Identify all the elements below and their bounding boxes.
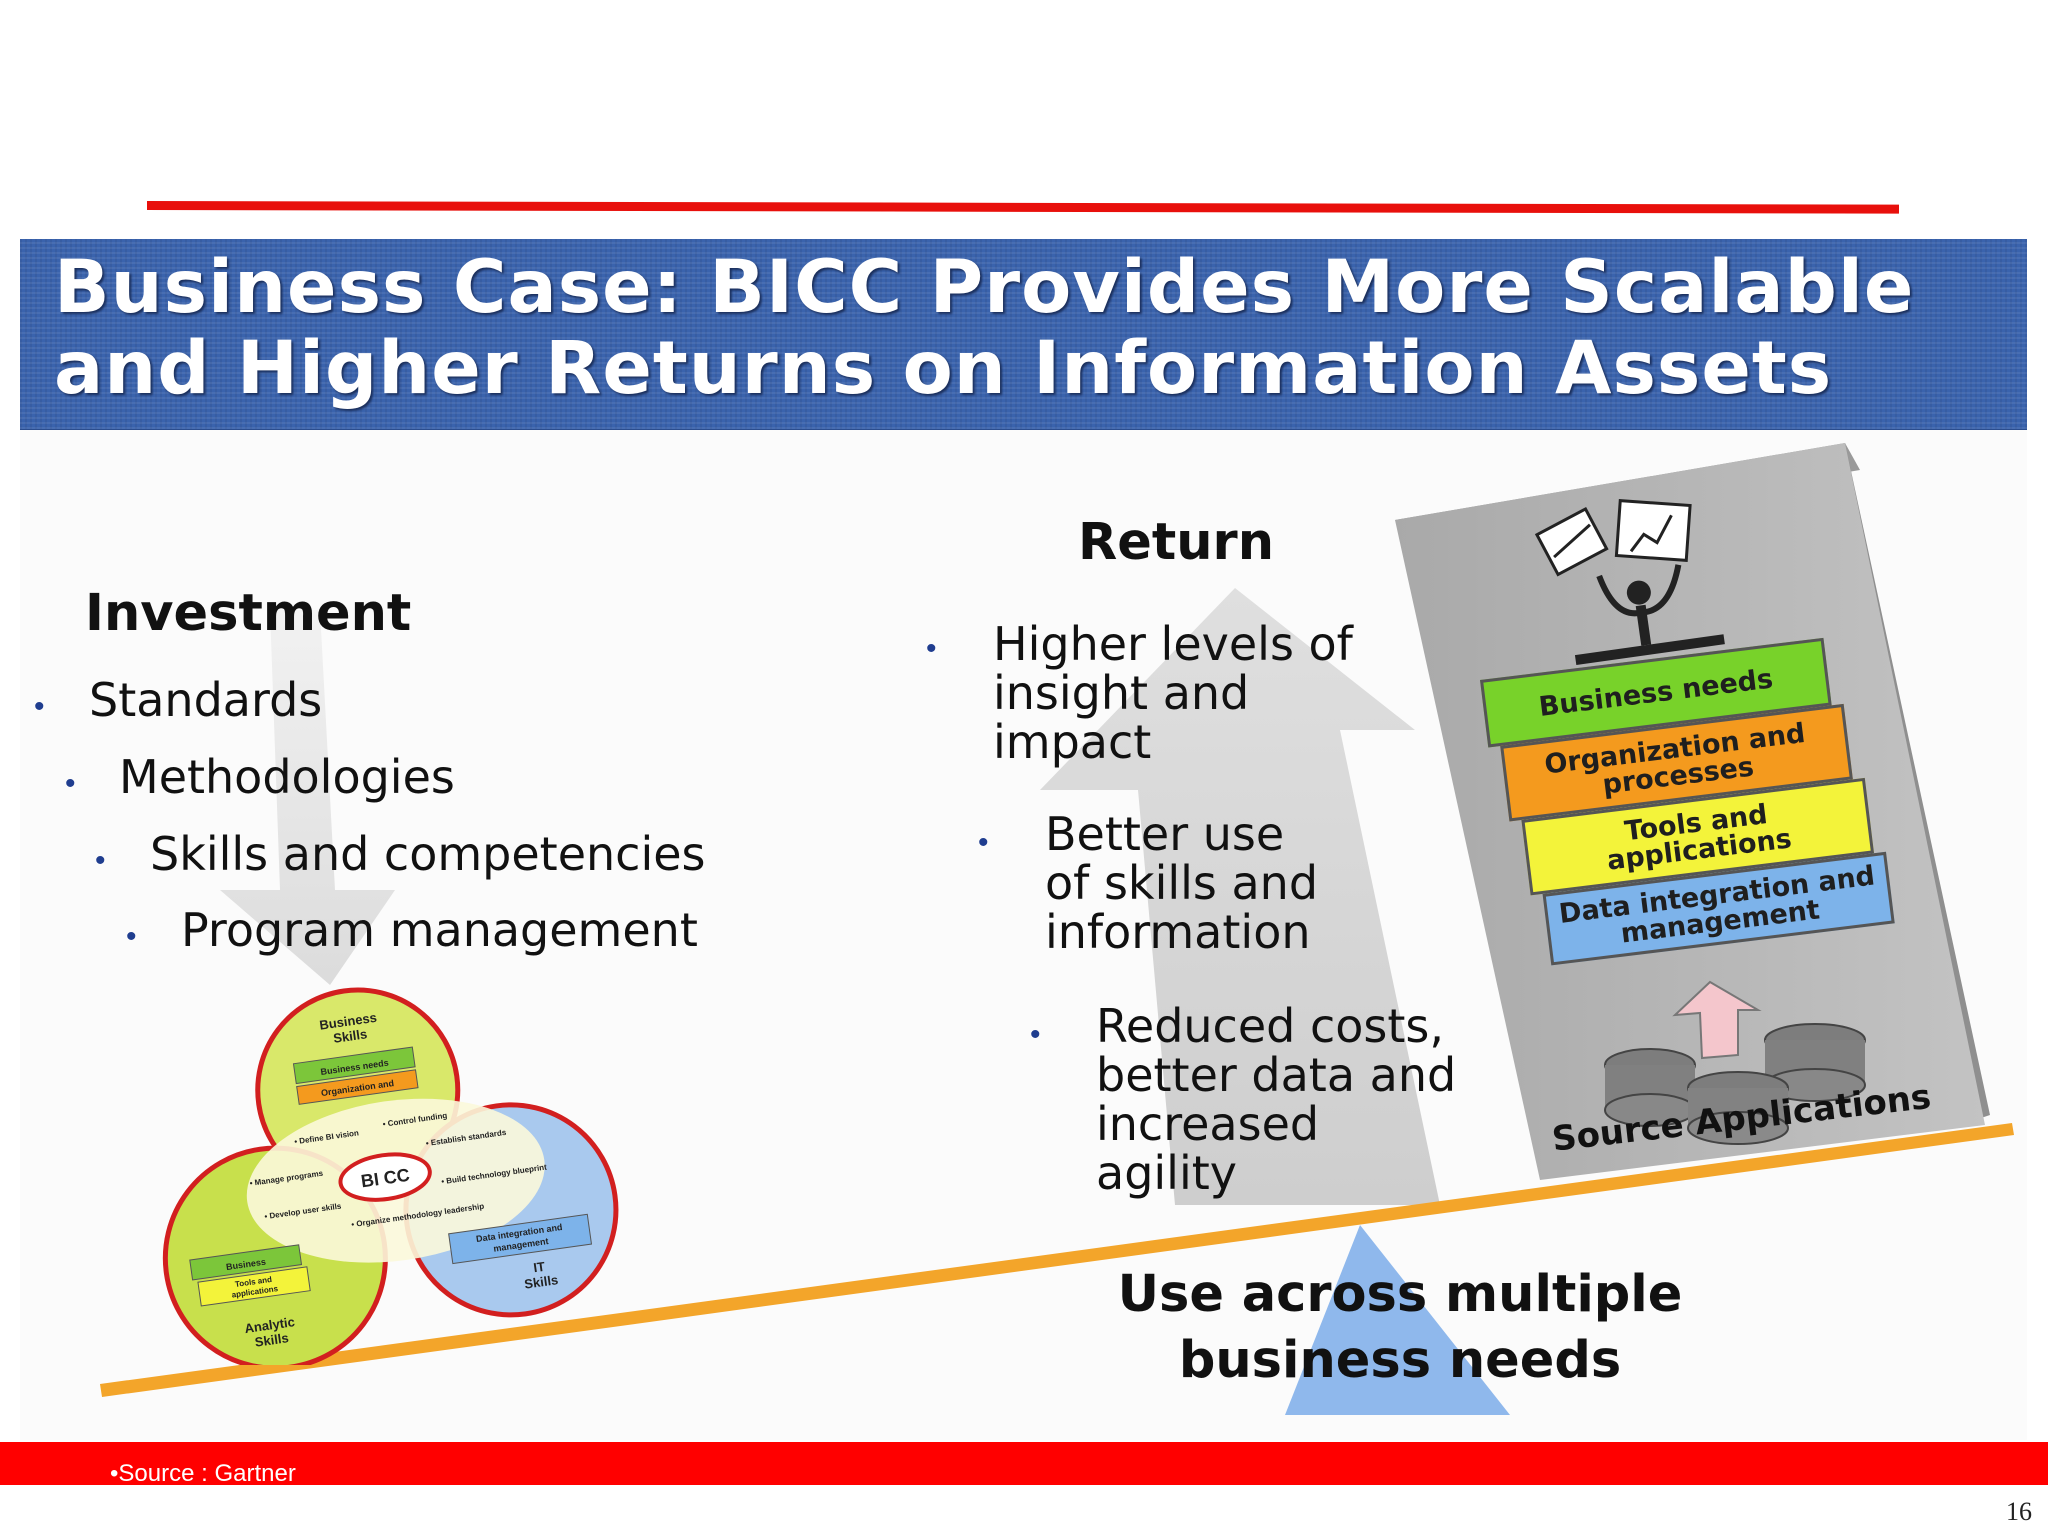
bicc-center-oval [338,1152,432,1202]
page-number: 16 [2006,1497,2032,1526]
svg-text:Skills: Skills [332,1026,368,1046]
footer-bar [0,1442,2048,1485]
return-up-arrow [1040,588,1440,1205]
svg-text:Analytic: Analytic [244,1314,296,1336]
investment-item-3: Skills and competencies [150,827,706,881]
return-item-2: Better use of skills and information [1045,807,1319,959]
investment-item-4: Program management [181,903,698,957]
investment-item-2: Methodologies [119,750,455,804]
svg-text:IT: IT [532,1259,546,1275]
return-heading: Return [1078,513,1275,572]
investment-bullet-3: • [95,844,106,877]
investment-down-arrow [220,610,395,985]
investment-item-1: Standards [89,673,323,727]
capability-stack: Business needs Organization and processe… [1480,634,1895,970]
return-item-3: Reduced costs, better data and increased… [1096,999,1457,1200]
slide-title-line-2: and Higher Returns on Information Assets [54,326,1833,411]
title-bar: Business Case: BICC Provides More Scalab… [20,239,2027,430]
orange-baseline [100,1123,2014,1397]
investment-bullet-4: • [126,920,137,953]
investment-bullet-2: • [65,767,76,800]
executive-presenter-icon [1534,499,1725,666]
multiple-needs-triangle [1285,1225,1510,1415]
multiple-needs-label: Use across multiple business needs [1117,1265,1683,1390]
svg-text:Skills: Skills [254,1330,290,1350]
source-databases-icon [1604,1023,1866,1145]
return-bullet-2: • [978,826,989,859]
return-bullet-1: • [926,632,937,665]
return-item-1: Higher levels of insight and impact [993,617,1353,769]
footer-source: •Source : Gartner [110,1460,296,1487]
return-bullet-3: • [1030,1018,1041,1051]
bicc-venn-diagram: BI CC Business Skills Business needs Org… [162,987,619,1365]
pink-up-arrow [1672,980,1762,1060]
slide-title-line-1: Business Case: BICC Provides More Scalab… [54,245,1915,330]
investment-heading: Investment [85,584,412,643]
slide-title: Business Case: BICC Provides More Scalab… [54,247,2014,409]
investment-bullet-1: • [34,690,45,723]
svg-text:Skills: Skills [523,1272,559,1292]
